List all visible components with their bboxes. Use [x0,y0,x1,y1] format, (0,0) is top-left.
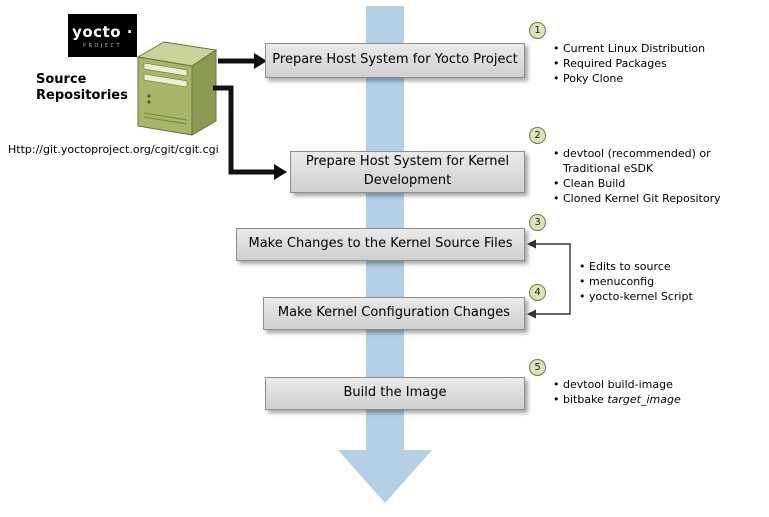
yocto-logo: yocto · PROJECT [68,14,137,57]
bullet-item: Poky Clone [552,71,705,86]
step-1-number-badge: 1 [529,22,546,39]
bullet-item: Clean Build [552,176,721,191]
bullet-text: yocto-kernel Script [589,290,693,303]
step-2-bullet-list: devtool (recommended) or Traditional eSD… [552,146,721,206]
bullet-item: yocto-kernel Script [578,289,693,304]
source-repositories-label: Source Repositories [36,72,128,103]
bullet-text-italic: target_image [607,393,681,406]
bullet-item: Required Packages [552,56,705,71]
step-2-number-badge: 2 [529,127,546,144]
source-repositories-url: Http://git.yoctoproject.org/cgit/cgit.cg… [8,143,219,156]
bullet-item: devtool build-image [552,377,681,392]
bullet-text: menuconfig [589,275,655,288]
arrow-server-to-step2 [213,85,287,180]
bullet-text: Edits to source [589,260,671,273]
step-5-box: Build the Image [265,377,525,410]
bullet-item: bitbake target_image [552,392,681,407]
bullet-item: Edits to source [578,259,693,274]
step-5-bullet-list: devtool build-image bitbake target_image [552,377,681,407]
server-icon [136,41,218,136]
arrow-server-to-step1 [218,53,267,69]
bullet-item: Current Linux Distribution [552,41,705,56]
step-1-label: Prepare Host System for Yocto Project [272,52,518,68]
bullet-item: Cloned Kernel Git Repository [552,191,721,206]
steps-3-4-shared-bullet-list: Edits to source menuconfig yocto-kernel … [578,259,693,304]
step-3-box: Make Changes to the Kernel Source Files [236,228,525,261]
step-3-label: Make Changes to the Kernel Source Files [248,236,513,252]
step-5-number-badge: 5 [529,359,546,376]
yocto-logo-subtext: PROJECT [82,42,123,49]
step-1-box: Prepare Host System for Yocto Project [265,43,525,78]
bullet-text: Poky Clone [563,72,624,85]
yocto-logo-text: yocto · [72,22,133,41]
bullet-text: Current Linux Distribution [563,42,706,55]
bullet-text: Required Packages [563,57,667,70]
step-3-number-badge: 3 [529,214,546,231]
bullet-item: devtool (recommended) or Traditional eSD… [552,146,721,176]
step-4-label: Make Kernel Configuration Changes [277,305,511,321]
bullet-text: devtool build-image [563,378,673,391]
step-2-box: Prepare Host System for Kernel Developme… [290,151,525,193]
step-2-label: Prepare Host System for Kernel Developme… [305,154,510,188]
step-4-box: Make Kernel Configuration Changes [263,297,525,330]
bullet-text: Cloned Kernel Git Repository [563,192,721,205]
bullet-text: bitbake [563,393,608,406]
step-4-number-badge: 4 [529,284,546,301]
bracket-steps-3-4 [527,239,571,319]
bullet-text: devtool (recommended) or Traditional eSD… [563,147,711,175]
step-5-label: Build the Image [343,385,447,401]
bullet-text: Clean Build [563,177,626,190]
step-1-bullet-list: Current Linux Distribution Required Pack… [552,41,705,86]
bullet-item: menuconfig [578,274,693,289]
